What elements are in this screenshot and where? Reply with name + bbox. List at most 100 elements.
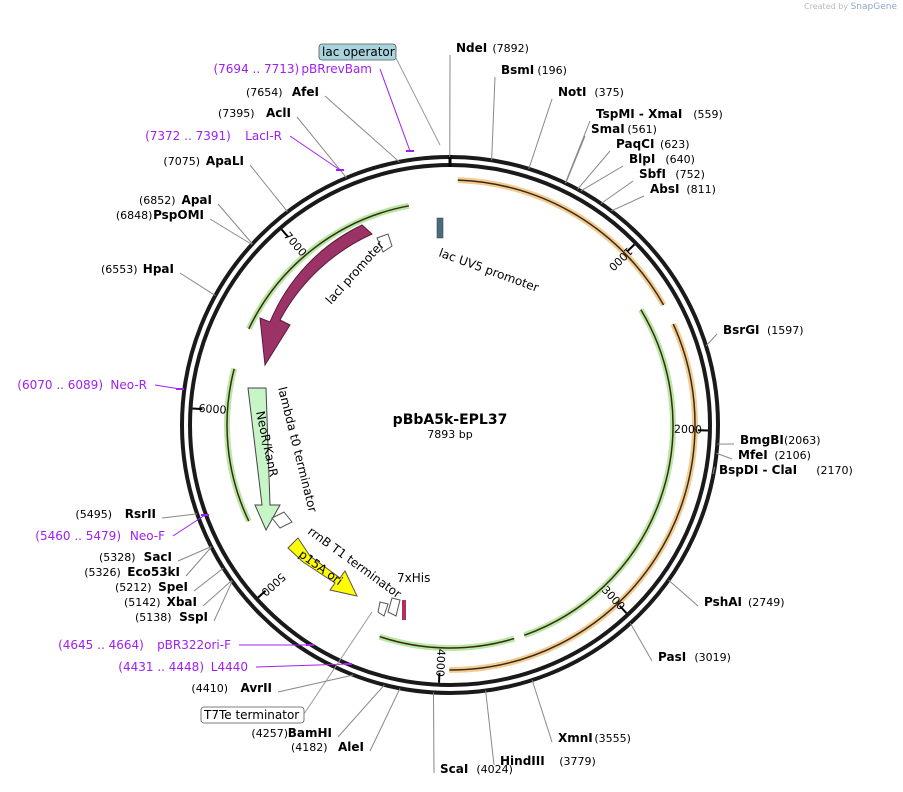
- lac-operator-label: lac operator: [322, 45, 395, 59]
- primer-l4440[interactable]: L4440(4431 .. 4448): [118, 660, 352, 674]
- enzyme-site-rsrii[interactable]: RsrII(5495): [75, 507, 198, 521]
- enzyme-site-xmni[interactable]: XmnI(3555): [531, 679, 631, 745]
- enzyme-site-noti[interactable]: NotI(375): [528, 85, 624, 170]
- orf-arc-3[interactable]: [523, 308, 676, 639]
- enzyme-position: (2063): [784, 434, 821, 447]
- orf-arc-2[interactable]: [449, 322, 698, 673]
- enzyme-site-afei[interactable]: AfeI(7654): [246, 85, 400, 163]
- primer-neo-f[interactable]: Neo-F(5460 .. 5479): [35, 514, 209, 543]
- primer-range: (7372 .. 7391): [145, 129, 231, 143]
- enzyme-site-hpai[interactable]: HpaI(6553): [101, 262, 216, 296]
- orf-arc-5[interactable]: [224, 368, 252, 523]
- 7xhis-feature[interactable]: [387, 597, 401, 617]
- boxed-labels: lac operator T7Te terminator: [200, 43, 441, 724]
- enzyme-site-blpi[interactable]: BlpI(640): [580, 152, 695, 192]
- snapgene-credit: Created by SnapGene: [804, 2, 897, 12]
- tick-mark: [626, 243, 636, 253]
- enzyme-site-smai[interactable]: SmaI(561): [565, 122, 657, 184]
- enzyme-name: SpeI: [158, 580, 188, 594]
- enzyme-site-bmgbi[interactable]: BmgBI(2063): [717, 433, 821, 447]
- t7te-terminator-box[interactable]: [200, 706, 305, 724]
- primer-name: L4440: [211, 660, 248, 674]
- tick-label: 4000: [433, 649, 447, 678]
- enzyme-site-acli[interactable]: AclI(7395): [218, 106, 347, 179]
- enzyme-name: XmnI: [558, 731, 593, 745]
- enzyme-position: (2170): [816, 464, 853, 477]
- enzyme-site-alei[interactable]: AleI(4182): [291, 688, 401, 754]
- enzyme-site-hindiii[interactable]: HindIII(3779): [485, 690, 596, 768]
- enzyme-site-ndei[interactable]: NdeI(7892): [449, 41, 529, 158]
- enzyme-position: (811): [686, 183, 716, 196]
- enzyme-site-tspmi-xmai[interactable]: TspMI - XmaI(559): [564, 107, 723, 184]
- enzyme-site-paqci[interactable]: PaqCI(623): [577, 137, 690, 190]
- enzyme-site-avrii[interactable]: AvrII(4410): [191, 674, 354, 695]
- primer-sites: pBRrevBam(7694 .. 7713)LacI-R (7372 .. 73…: [17, 62, 414, 674]
- lacI-promoter-feature[interactable]: [376, 233, 393, 253]
- orf-arc-4[interactable]: [246, 202, 410, 331]
- enzyme-site-sspi[interactable]: SspI(5138): [135, 581, 233, 624]
- restriction-sites: NdeI(7892)BsmI(196)NotI(375)TspMI - XmaI…: [75, 41, 852, 776]
- enzyme-name: AfeI: [292, 85, 319, 99]
- enzyme-site-bspdi-clai[interactable]: BspDI - ClaI(2170): [712, 463, 853, 477]
- enzyme-site-saci[interactable]: SacI(5328): [99, 546, 212, 564]
- p15a-ori-feature[interactable]: [287, 537, 358, 597]
- enzyme-name: NotI: [558, 85, 587, 99]
- primer-range: (4645 .. 4664): [58, 638, 144, 652]
- lac-uv5-promoter-feature[interactable]: [436, 217, 444, 239]
- enzyme-site-spei[interactable]: SpeI(5212): [115, 567, 224, 594]
- enzyme-name: HindIII: [500, 754, 545, 768]
- enzyme-site-apali[interactable]: ApaLI(7075): [163, 154, 288, 213]
- enzyme-position: (4024): [476, 763, 513, 776]
- enzyme-site-bamhi[interactable]: BamHI(4257): [251, 684, 385, 740]
- enzyme-name: PaqCI: [616, 137, 654, 151]
- plasmid-length: 7893 bp: [427, 428, 472, 441]
- enzyme-site-absi[interactable]: AbsI (811): [611, 182, 716, 212]
- enzyme-site-sbfi[interactable]: SbfI(752): [600, 167, 705, 205]
- enzyme-position: (5328): [99, 551, 136, 564]
- enzyme-position: (5138): [135, 611, 172, 624]
- enzyme-site-pasi[interactable]: PasI(3019): [629, 622, 731, 664]
- enzyme-name: BsmI: [501, 63, 534, 77]
- enzyme-position: (5495): [75, 508, 112, 521]
- enzyme-site-apai[interactable]: ApaI(6852): [139, 193, 253, 245]
- enzyme-name: TspMI - XmaI: [596, 107, 682, 121]
- orf-arc-1[interactable]: [457, 177, 667, 307]
- primer-pbr322ori-f[interactable]: pBR322ori-F (4645 .. 4664): [58, 638, 314, 652]
- enzyme-name: XbaI: [167, 595, 197, 609]
- primer-laci-r[interactable]: LacI-R (7372 .. 7391): [145, 129, 344, 171]
- enzyme-name: BmgBI: [740, 433, 784, 447]
- enzyme-site-bsrgi[interactable]: BsrGI(1597): [705, 323, 804, 347]
- lacI-feature[interactable]: [259, 224, 373, 367]
- credit-prefix: Created by: [804, 2, 849, 11]
- enzyme-name: AbsI: [650, 182, 679, 196]
- primer-name: LacI-R: [245, 129, 282, 143]
- enzyme-site-pshai[interactable]: PshAI(2749): [668, 579, 785, 609]
- enzyme-name: MfeI: [738, 448, 768, 462]
- primer-neo-r[interactable]: Neo-R(6070 .. 6089): [17, 378, 184, 392]
- enzyme-position: (2106): [774, 449, 811, 462]
- tick-label: 2000: [674, 423, 702, 437]
- tick-mark: [257, 590, 267, 599]
- plasmid-name: pBbA5k-EPL37: [393, 412, 508, 428]
- lac-operator-box[interactable]: [318, 43, 397, 61]
- enzyme-site-pspomi[interactable]: PspOMI(6848): [116, 208, 253, 245]
- enzyme-position: (640): [665, 153, 695, 166]
- primer-name: pBR322ori-F: [157, 638, 231, 652]
- orf-arc-6[interactable]: [378, 633, 516, 651]
- enzyme-site-mfei[interactable]: MfeI (2106): [716, 448, 811, 462]
- lambda-t0-terminator-feature[interactable]: [271, 511, 293, 529]
- his-tag-marker: [402, 600, 406, 620]
- enzyme-position: (3019): [694, 651, 731, 664]
- primer-pbrrevbam[interactable]: pBRrevBam(7694 .. 7713): [213, 62, 414, 152]
- enzyme-site-xbai[interactable]: XbaI(5142): [124, 580, 233, 609]
- primer-name: Neo-F: [130, 529, 165, 543]
- enzyme-site-eco53ki[interactable]: Eco53kI(5326): [84, 546, 212, 579]
- enzyme-site-bsmi[interactable]: BsmI(196): [491, 63, 567, 161]
- enzyme-position: (7075): [163, 155, 200, 168]
- enzyme-position: (752): [675, 168, 705, 181]
- enzyme-name: PshAI: [704, 595, 742, 609]
- enzyme-name: AleI: [338, 740, 364, 754]
- small-terminator-feature[interactable]: [377, 601, 389, 617]
- enzyme-site-scai[interactable]: ScaI(4024): [432, 692, 513, 776]
- enzyme-name: NdeI: [456, 41, 487, 55]
